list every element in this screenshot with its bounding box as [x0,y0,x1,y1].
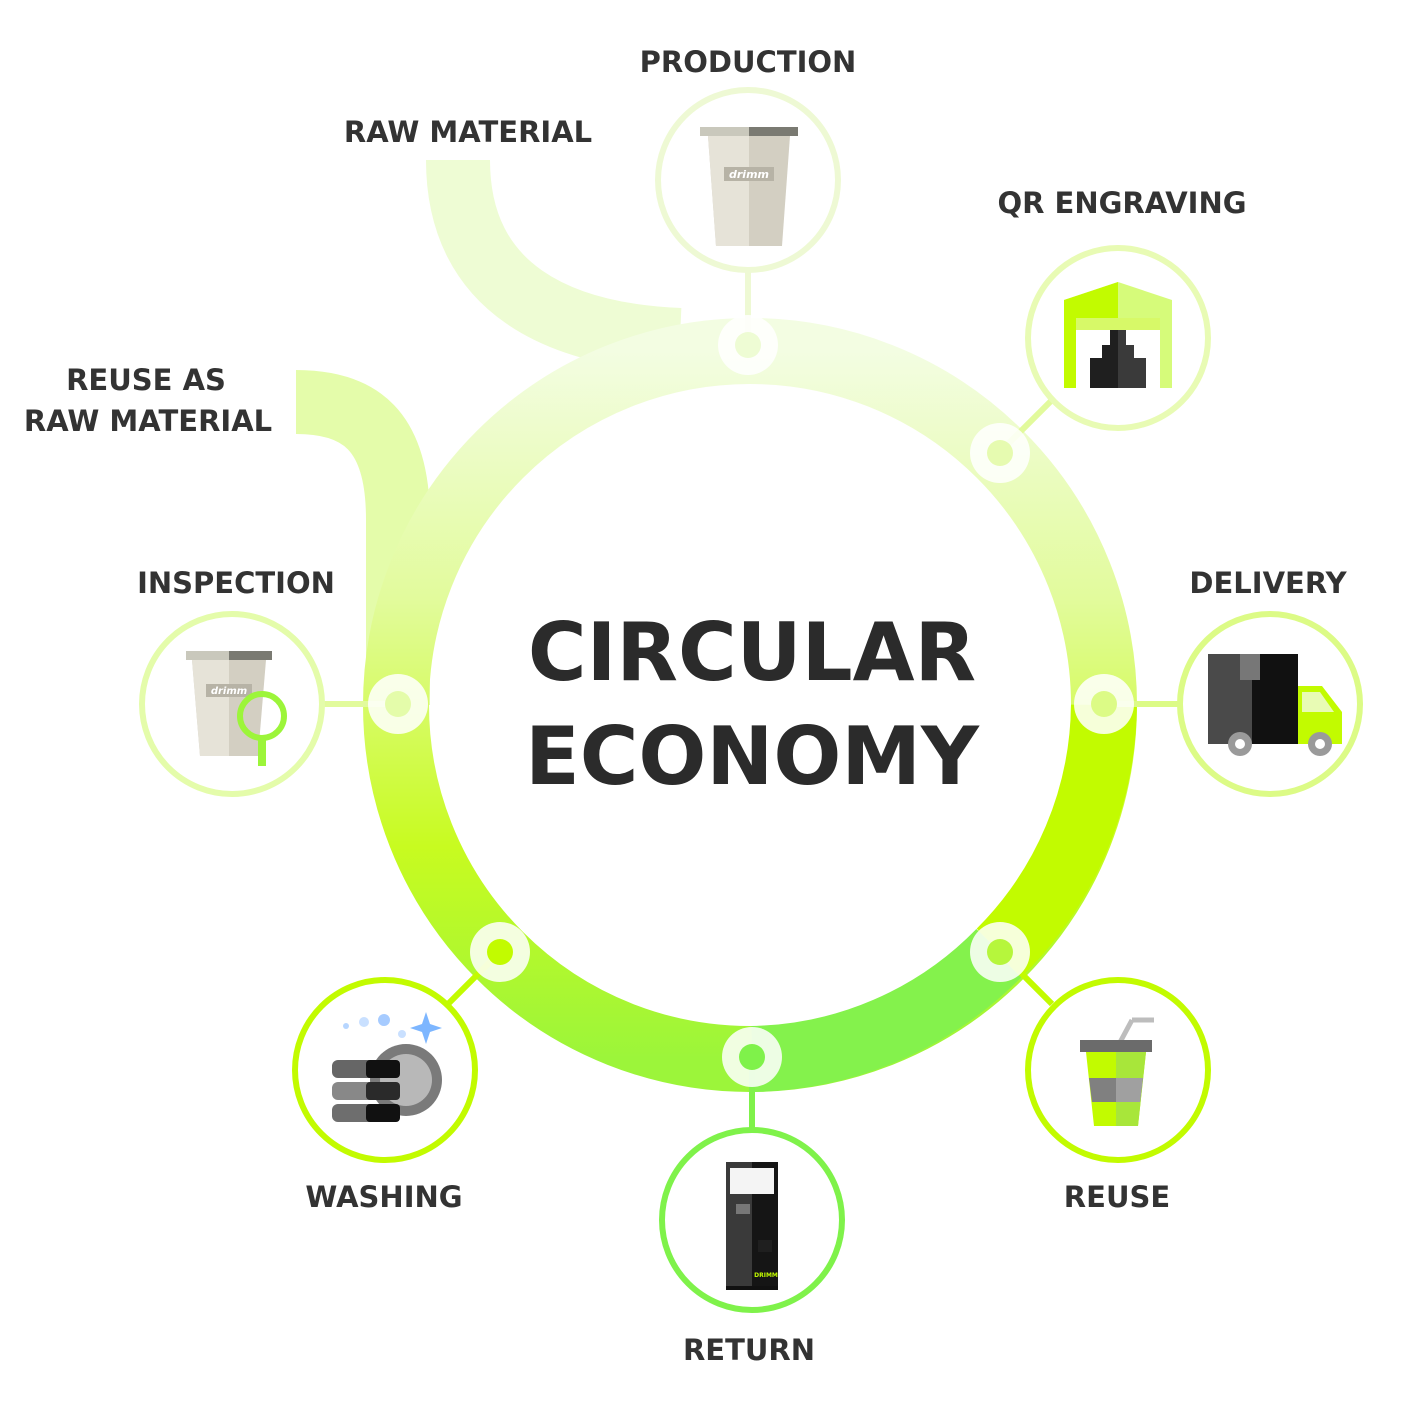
ring-nodes [368,315,1134,1087]
raw-material-path [426,159,682,372]
node-qr-engraving [970,423,1030,483]
center-title-line2: ECONOMY [525,710,980,803]
main-ring-bottom-green [751,928,1024,1092]
truck-icon [1208,654,1342,756]
reuse-raw-material-path [295,370,430,705]
center-title-line1: CIRCULAR [528,606,976,699]
inspection-cup-logo-text: drimm [211,686,247,697]
qr-engraving-label: QR ENGRAVING [997,186,1246,220]
node-washing [470,922,530,982]
delivery-label: DELIVERY [1189,566,1347,600]
node-reuse [970,922,1030,982]
dishes-icon [332,1012,442,1122]
node-inspection [368,674,428,734]
main-ring-right-strong [976,704,1137,976]
return-label: RETURN [683,1333,815,1367]
factory-icon [1064,282,1172,388]
node-return [722,1027,782,1087]
production-label: PRODUCTION [640,45,857,79]
return-machine-icon: DRIMM [726,1162,778,1290]
machine-logo-text: DRIMM [754,1272,778,1279]
node-delivery [1074,674,1134,734]
reuse-as-raw-material-label-line1: REUSE AS [66,363,226,397]
cup-icon: drimm [700,127,798,246]
cup-logo-text: drimm [729,168,769,181]
raw-material-label: RAW MATERIAL [344,115,592,149]
reuse-as-raw-material-label-line2: RAW MATERIAL [24,404,272,438]
takeaway-cup-icon [1080,1017,1154,1126]
washing-label: WASHING [305,1180,462,1214]
node-production [718,315,778,375]
inspection-label: INSPECTION [137,566,335,600]
inspection-icon: drimm [186,651,287,766]
reuse-label: REUSE [1064,1180,1170,1214]
